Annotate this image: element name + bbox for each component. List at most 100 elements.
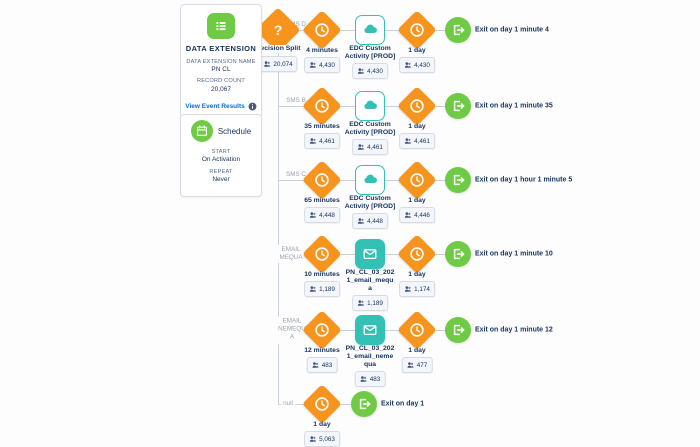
custom-activity-box [355, 165, 385, 195]
wait-node[interactable] [395, 8, 439, 52]
people-icon [357, 143, 365, 151]
decision-split-label: Decision Split [241, 45, 315, 54]
count-value: 483 [321, 361, 333, 369]
wait-node[interactable] [395, 308, 439, 352]
wait-label: 1 day [408, 197, 426, 204]
wait-label: 12 minutes [304, 347, 340, 354]
branch-label-null: null [281, 398, 295, 410]
de-count-value: 20,067 [211, 85, 231, 93]
schedule-start-label: START [211, 149, 231, 155]
people-icon [309, 285, 317, 293]
decision-split-node[interactable]: ? [255, 7, 301, 53]
count-value: 483 [369, 375, 381, 383]
branch-label-sms-b: SMS B [284, 95, 308, 107]
exit-label: Exit on day 1 hour 1 minute 5 [475, 176, 573, 184]
list-icon [213, 18, 229, 34]
count-badge: 483 [306, 357, 338, 373]
exit-icon [450, 98, 466, 114]
custom-activity-node[interactable] [348, 8, 392, 52]
label-line: EDC Custom [349, 195, 391, 202]
exit-node[interactable] [436, 158, 480, 202]
email-activity-node[interactable] [348, 232, 392, 276]
people-icon [357, 217, 365, 225]
people-icon [357, 67, 365, 75]
schedule-repeat-label: REPEAT [209, 168, 233, 175]
branch-label-email-mequa: EMAIL MEQUA [277, 244, 305, 264]
exit-node[interactable] [342, 382, 386, 426]
exit-node[interactable] [436, 8, 480, 52]
schedule-start-value: On Activation [201, 156, 241, 164]
custom-activity-label: EDC Custom Activity [PROD] [333, 45, 407, 61]
email-activity-label: PN_CL_03_202 1_email_neme qua [333, 345, 407, 369]
envelope-icon [362, 322, 378, 338]
schedule-title: Schedule [217, 126, 252, 136]
exit-icon [356, 396, 372, 412]
exit-label: Exit on day 1 minute 10 [475, 250, 553, 258]
people-icon [404, 61, 412, 69]
custom-activity-node[interactable] [348, 84, 392, 128]
exit-node[interactable] [436, 308, 480, 352]
count-value: 4,430 [414, 61, 430, 69]
wait-label: 1 day [408, 47, 426, 54]
label-line: Activity [PROD] [344, 129, 396, 137]
exit-icon [450, 22, 466, 38]
schedule-icon-circle [190, 120, 213, 142]
people-icon [404, 137, 412, 145]
count-value: 4,430 [367, 67, 383, 75]
wait-node[interactable] [395, 232, 439, 276]
branch-label-line: SMS B [286, 96, 306, 104]
count-badge: 4,461 [399, 133, 435, 149]
branch-label-line: EMAIL [281, 245, 301, 253]
clock-icon [409, 172, 425, 188]
people-icon [407, 361, 415, 369]
branch-label-line: EMAIL [282, 317, 302, 325]
label-line: 1_email_neme [346, 353, 394, 361]
wait-label: 10 minutes [304, 271, 340, 278]
people-icon [309, 137, 317, 145]
wait-label: 1 day [408, 271, 426, 278]
exit-icon [450, 246, 466, 262]
question-mark-icon: ? [273, 22, 283, 38]
exit-node[interactable] [436, 84, 480, 128]
data-extension-card[interactable]: DATA EXTENSION DATA EXTENSION NAME PN CL… [180, 4, 262, 118]
view-event-results-link[interactable]: View Event Results [185, 102, 257, 111]
schedule-repeat-value: Never [212, 175, 230, 183]
count-value: 4,448 [367, 217, 383, 225]
people-icon [312, 361, 320, 369]
connector-trunk [278, 30, 279, 404]
label-line: EDC Custom [349, 121, 391, 128]
wait-node[interactable] [395, 158, 439, 202]
count-badge: 1,189 [352, 295, 388, 311]
people-icon [309, 435, 317, 443]
info-icon [248, 102, 257, 111]
clock-icon [409, 98, 425, 114]
count-badge: 4,461 [304, 133, 340, 149]
count-value: 4,461 [367, 143, 383, 151]
count-value: 5,063 [319, 435, 335, 443]
count-badge: 1,174 [399, 281, 435, 297]
count-value: 1,189 [367, 299, 383, 307]
exit-label: Exit on day 1 minute 4 [475, 26, 549, 34]
wait-node[interactable] [395, 84, 439, 128]
label-line: PN_CL_03_202 [345, 269, 395, 276]
wait-node[interactable] [300, 382, 344, 426]
view-event-results-label: View Event Results [185, 103, 245, 110]
count-badge: 5,063 [304, 431, 340, 447]
exit-node[interactable] [436, 232, 480, 276]
data-extension-icon [207, 13, 235, 39]
cloud-icon [362, 172, 378, 188]
count-badge: 4,430 [399, 57, 435, 73]
label-line: qua [363, 361, 377, 369]
cloud-icon [362, 98, 378, 114]
label-line: EDC Custom [349, 45, 391, 52]
count-badge: 4,430 [304, 57, 340, 73]
email-activity-node[interactable] [348, 308, 392, 352]
count-value: 20,074 [273, 60, 293, 68]
custom-activity-label: EDC Custom Activity [PROD] [333, 195, 407, 211]
branch-label-line: SMS C [286, 170, 306, 178]
schedule-card[interactable]: Schedule START On Activation REPEAT Neve… [180, 114, 262, 197]
custom-activity-node[interactable] [348, 158, 392, 202]
exit-label: Exit on day 1 [381, 400, 425, 408]
people-icon [357, 299, 365, 307]
